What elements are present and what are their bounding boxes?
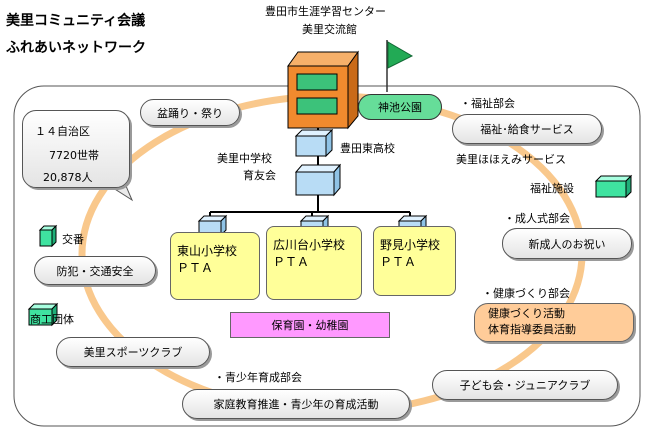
- koban-label: 交番: [62, 233, 84, 246]
- commerce-cube-icon: [27, 302, 59, 327]
- nursery-box: 保育園・幼稚園: [230, 312, 390, 338]
- sports-club-pill: 美里スポーツクラブ: [56, 337, 210, 367]
- elementary-school-3-name: 野見小学校: [380, 238, 441, 252]
- elementary-school-2-name: 広川台小学校: [273, 238, 346, 252]
- youth-dept-label: ・青少年育成部会: [214, 371, 302, 384]
- shinto-park: 神池公園: [358, 94, 442, 120]
- elementary-school-3: 野見小学校 ＰＴＡ: [373, 226, 456, 296]
- high-school-cube-icon: [294, 128, 334, 158]
- info-households: 7720世帯: [49, 149, 99, 162]
- welfare-facility-cube-icon: [594, 174, 633, 199]
- info-bubble: １４自治区 7720世帯 20,878人: [22, 110, 130, 188]
- festival-pill: 盆踊り・祭り: [140, 99, 240, 126]
- welfare-dept-label: ・福祉部会: [460, 97, 515, 110]
- flag-icon: [387, 41, 414, 69]
- health-activity-2: 体育指導委員活動: [488, 323, 576, 336]
- health-activity-1: 健康づくり活動: [488, 307, 565, 320]
- elementary-school-1: 東山小学校 ＰＴＡ: [170, 232, 260, 300]
- elementary-school-1-name: 東山小学校: [177, 244, 238, 258]
- adult-dept-label: ・成人式部会: [504, 212, 570, 225]
- school-cube-icon-1: [197, 214, 228, 237]
- middle-school-label-1: 美里中学校: [217, 152, 272, 165]
- elementary-school-1-pta: ＰＴＡ: [177, 261, 214, 275]
- youth-activity-pill: 家庭教育推進・青少年の育成活動: [182, 389, 410, 419]
- info-districts: １４自治区: [35, 125, 90, 138]
- commerce-label: 商工団体: [30, 313, 74, 326]
- safety-pill: 防犯・交通安全: [34, 256, 156, 285]
- welfare-facility-label: 福祉施設: [530, 182, 574, 195]
- smile-service-label: 美里ほほえみサービス: [456, 153, 566, 166]
- koban-cube-icon: [38, 224, 58, 248]
- center-label-1: 豊田市生涯学習センター: [265, 5, 386, 18]
- middle-school-cube-icon: [294, 163, 342, 197]
- adult-celebration-pill: 新成人のお祝い: [502, 228, 632, 259]
- health-dept-label: ・健康づくり部会: [482, 287, 570, 300]
- info-bubble-tail: [108, 185, 134, 202]
- info-people: 20,878人: [43, 171, 93, 184]
- elementary-school-3-pta: ＰＴＡ: [380, 255, 417, 269]
- elementary-school-2-pta: ＰＴＡ: [273, 255, 310, 269]
- center-label-2: 美里交流館: [302, 23, 357, 36]
- title-line-1: 美里コミュニティ会議: [6, 13, 146, 29]
- middle-school-label-2: 育友会: [243, 169, 276, 182]
- high-school-label: 豊田東高校: [340, 142, 395, 155]
- health-box: 健康づくり活動 体育指導委員活動: [474, 303, 634, 342]
- title-line-2: ふれあいネットワーク: [6, 40, 146, 56]
- center-building-icon: [287, 50, 359, 130]
- elementary-school-2: 広川台小学校 ＰＴＡ: [266, 226, 362, 300]
- kids-club-pill: 子ども会・ジュニアクラブ: [432, 370, 618, 400]
- welfare-service-pill: 福祉･給食サービス: [452, 114, 602, 144]
